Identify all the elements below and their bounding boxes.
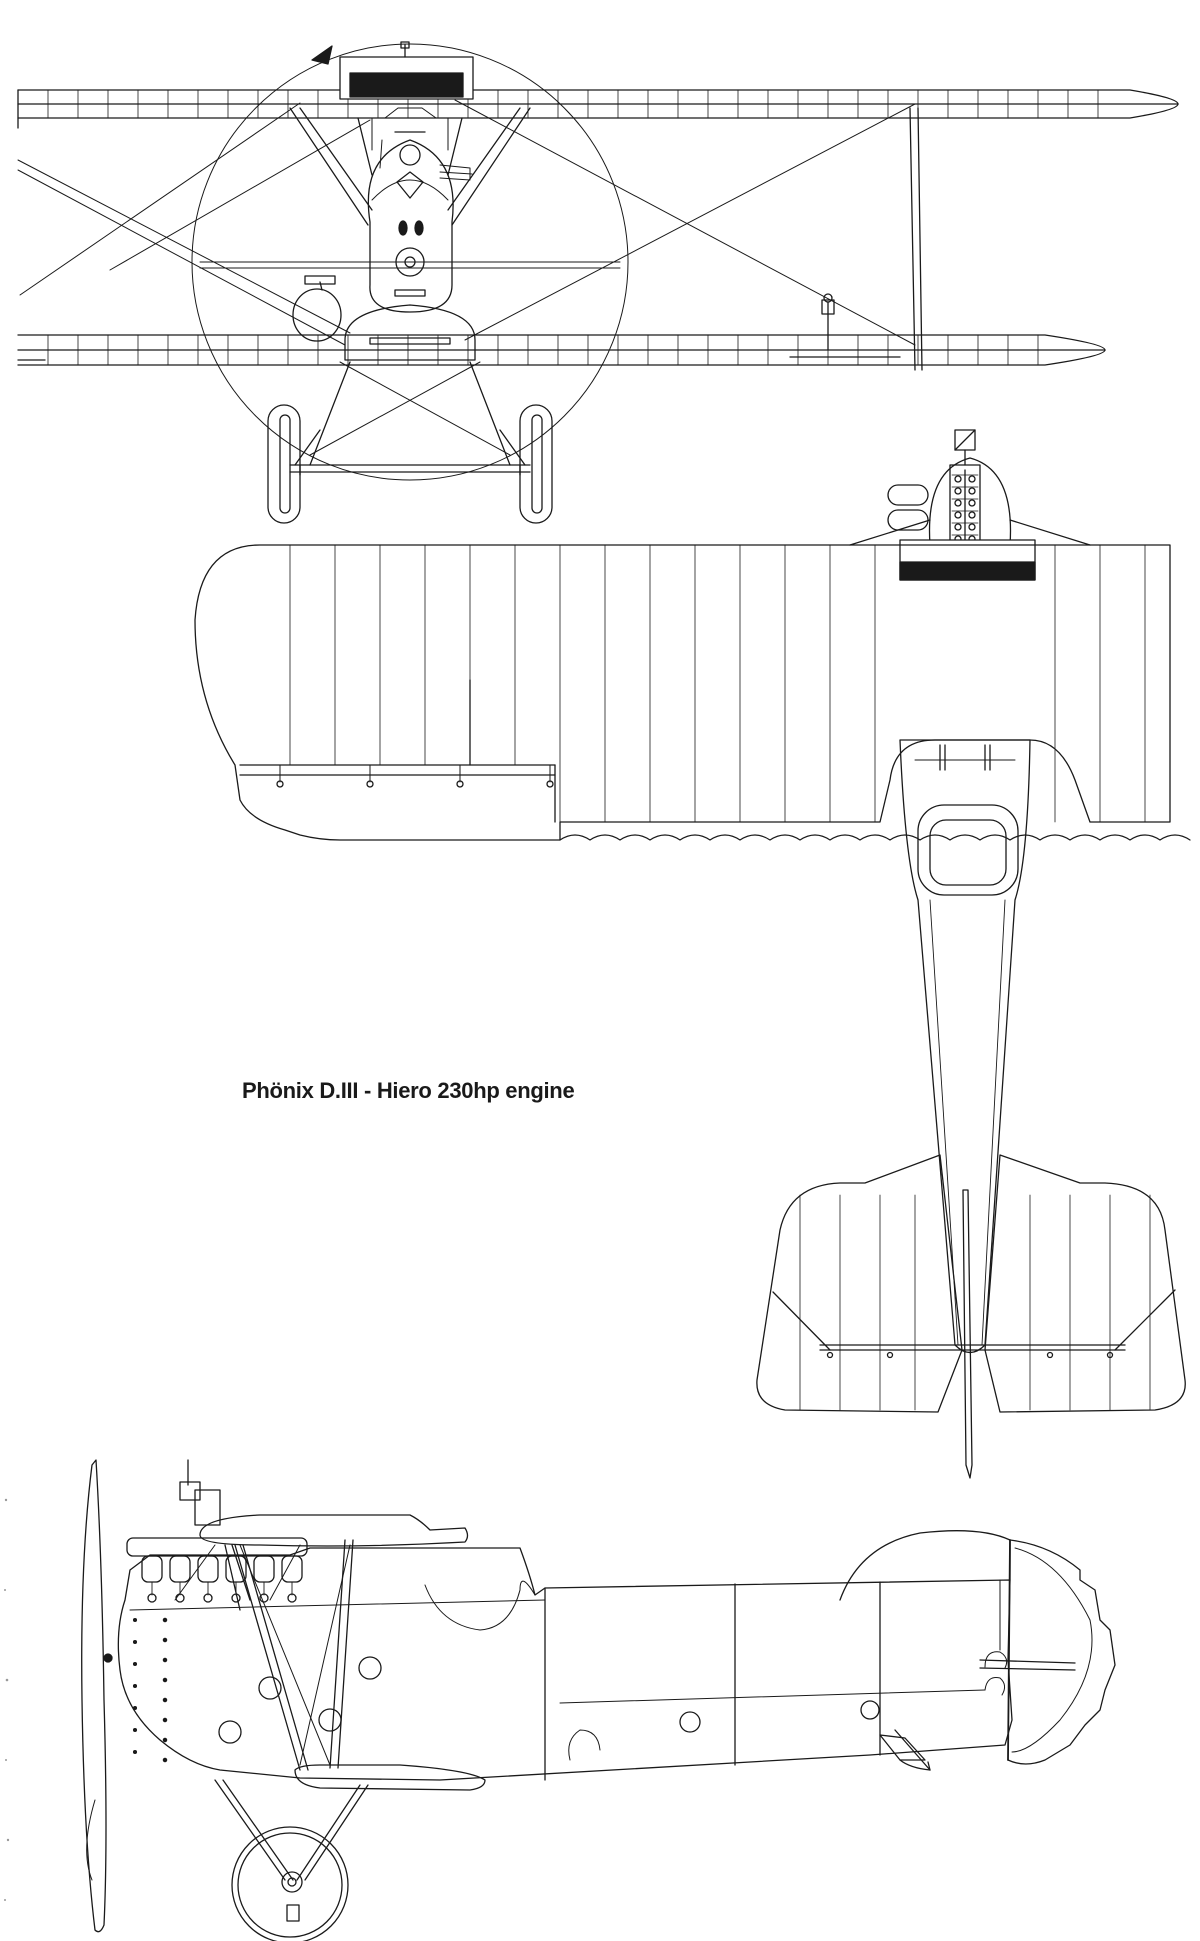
propeller-side [82, 1460, 106, 1932]
detail-circle [367, 781, 373, 787]
cylinder [142, 1556, 162, 1582]
detail-circle [134, 1641, 137, 1644]
landing-gear-side [215, 1780, 368, 1941]
cylinder [254, 1556, 274, 1582]
detail-circle [969, 476, 975, 482]
landing-gear-front [268, 362, 552, 523]
detail-circle [359, 1657, 381, 1679]
detail-circle [288, 1594, 296, 1602]
detail-circle [955, 476, 961, 482]
engine-top [850, 430, 1090, 545]
lower-wing-side [295, 1765, 485, 1790]
lower-wing-front [18, 335, 1105, 365]
detail-circle [955, 488, 961, 494]
venturi-side [180, 1460, 220, 1525]
detail-circle [204, 1594, 212, 1602]
detail-circle [969, 524, 975, 530]
top-view [195, 430, 1190, 1478]
top-wing-planform [195, 545, 1190, 840]
detail-circle [861, 1701, 879, 1719]
detail-circle [163, 1718, 166, 1721]
detail-circle [1108, 1353, 1113, 1358]
detail-circle [319, 1709, 341, 1731]
gravity-tank [293, 276, 341, 341]
upper-wing-side [200, 1515, 468, 1546]
rudder-top [963, 1190, 972, 1478]
detail-circle [547, 781, 553, 787]
venturi [822, 294, 834, 350]
detail-circle [969, 512, 975, 518]
tailplane-top [757, 1155, 1185, 1478]
bracing-wires [18, 100, 915, 455]
detail-circle [163, 1618, 166, 1621]
struts-front [290, 108, 922, 370]
detail-circle [955, 512, 961, 518]
detail-circle [163, 1758, 166, 1761]
radiator [340, 42, 473, 99]
detail-circle [277, 781, 283, 787]
detail-circle [955, 524, 961, 530]
detail-circle [828, 1353, 833, 1358]
struts-side [175, 1540, 353, 1770]
detail-circle [134, 1663, 137, 1666]
detail-circle [219, 1721, 241, 1743]
tail-skid [880, 1730, 930, 1770]
detail-circle [680, 1712, 700, 1732]
detail-circle [888, 1353, 893, 1358]
detail-circle [134, 1707, 137, 1710]
detail-circle [163, 1638, 166, 1641]
tail-side [840, 1531, 1115, 1764]
detail-circle [259, 1677, 281, 1699]
front-view [18, 42, 1178, 523]
side-view [82, 1460, 1115, 1941]
cylinder [198, 1556, 218, 1582]
detail-circle [163, 1738, 166, 1741]
rotation-arrow [312, 46, 332, 64]
scan-specks [4, 1498, 10, 1901]
propeller-disc [192, 44, 628, 480]
drawing-title: Phönix D.III - Hiero 230hp engine [242, 1078, 575, 1103]
detail-circle [134, 1619, 137, 1622]
upper-wing-front [18, 90, 1178, 128]
detail-circle [955, 500, 961, 506]
detail-circle [457, 781, 463, 787]
fuselage-side [118, 1548, 1012, 1780]
detail-circle [1048, 1353, 1053, 1358]
detail-circle [163, 1658, 166, 1661]
rivet-line [134, 1618, 167, 1761]
cylinder [170, 1556, 190, 1582]
detail-circle [148, 1594, 156, 1602]
detail-circle [134, 1685, 137, 1688]
detail-circle [260, 1594, 268, 1602]
detail-circle [134, 1751, 137, 1754]
detail-circle [969, 500, 975, 506]
fuselage-top [900, 740, 1030, 1353]
detail-circle [163, 1698, 166, 1701]
detail-circle [163, 1678, 166, 1681]
radiator-top [900, 540, 1035, 580]
detail-circle [134, 1729, 137, 1732]
inspection-holes [219, 1657, 879, 1743]
engine-side [127, 1538, 307, 1602]
detail-circle [969, 488, 975, 494]
